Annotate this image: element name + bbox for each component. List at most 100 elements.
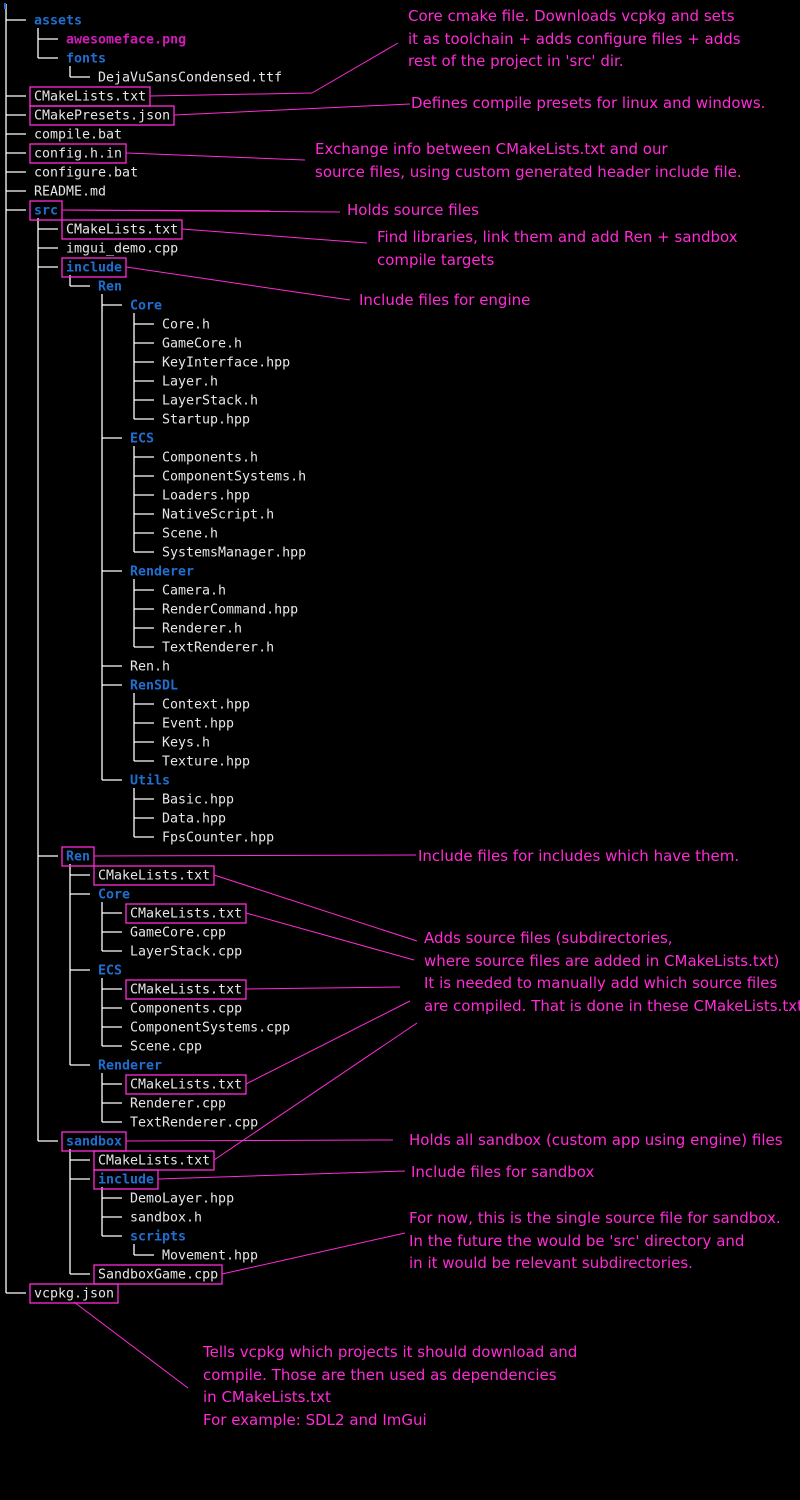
tree-file[interactable]: GameCore.cpp: [130, 926, 226, 941]
annotation-leader: [311, 42, 399, 94]
annotation-root-cmake: Core cmake file. Downloads vcpkg and set…: [408, 7, 741, 70]
annotation-leader: [213, 1022, 418, 1161]
annotation-sandbox: Holds all sandbox (custom app using engi…: [409, 1131, 783, 1149]
tree-file[interactable]: Camera.h: [162, 584, 226, 599]
annotation-leader: [173, 103, 411, 116]
tree-file[interactable]: Components.cpp: [130, 1002, 242, 1017]
annotation-leader: [157, 1170, 406, 1180]
annotation-leader: [245, 912, 415, 961]
tree-file[interactable]: Keys.h: [162, 736, 210, 751]
tree-file[interactable]: Data.hpp: [162, 812, 226, 827]
tree-file[interactable]: Basic.hpp: [162, 793, 234, 808]
annotation-leader: [245, 1000, 411, 1085]
tree-file[interactable]: Loaders.hpp: [162, 489, 250, 504]
tree-file[interactable]: CMakePresets.json: [34, 109, 170, 124]
tree-folder[interactable]: Renderer: [98, 1059, 162, 1074]
tree-file[interactable]: Renderer.cpp: [130, 1097, 226, 1112]
tree-folder[interactable]: Ren: [66, 850, 90, 865]
tree-file[interactable]: awesomeface.png: [66, 33, 186, 48]
annotation-include: Include files for engine: [359, 291, 531, 309]
tree-file[interactable]: Layer.h: [162, 375, 218, 390]
tree-folder[interactable]: include: [66, 260, 122, 276]
tree-folder[interactable]: Ren: [98, 280, 122, 295]
tree-file[interactable]: GameCore.h: [162, 337, 242, 352]
annotation-vcpkg: Tells vcpkg which projects it should dow…: [203, 1343, 578, 1429]
tree-file[interactable]: Startup.hpp: [162, 413, 250, 428]
tree-folder[interactable]: ECS: [98, 964, 122, 979]
tree-file[interactable]: DemoLayer.hpp: [130, 1192, 234, 1207]
tree-file[interactable]: imgui_demo.cpp: [66, 242, 178, 257]
tree-file[interactable]: compile.bat: [34, 128, 122, 143]
annotation-sandbox-include: Include files for sandbox: [411, 1163, 595, 1181]
tree-folder[interactable]: Core: [130, 299, 162, 314]
tree-file[interactable]: SystemsManager.hpp: [162, 546, 306, 561]
annotation-src-cmake: Find libraries, link them and add Ren + …: [377, 228, 738, 269]
tree-folder[interactable]: src: [34, 204, 58, 219]
tree-folder[interactable]: RenSDL: [130, 679, 178, 694]
highlight-box: [61, 846, 95, 867]
annotation-src: Holds source files: [347, 201, 479, 219]
tree-file[interactable]: TextRenderer.h: [162, 641, 274, 656]
highlight-box: [93, 1264, 223, 1285]
tree-folder[interactable]: Utils: [130, 773, 170, 789]
tree-file[interactable]: Texture.hpp: [162, 755, 250, 770]
annotation-leader: [125, 266, 351, 301]
tree-file[interactable]: Context.hpp: [162, 698, 250, 713]
tree-file[interactable]: CMakeLists.txt: [130, 1078, 242, 1093]
tree-file[interactable]: ComponentSystems.h: [162, 470, 306, 485]
annotation-sandbox-game: For now, this is the single source file …: [409, 1209, 781, 1272]
tree-file[interactable]: Scene.cpp: [130, 1040, 202, 1055]
tree-file[interactable]: CMakeLists.txt: [34, 90, 146, 105]
tree-folder[interactable]: fonts: [66, 52, 106, 67]
tree-file[interactable]: configure.bat: [34, 166, 138, 181]
tree-file[interactable]: config.h.in: [34, 147, 122, 162]
tree-file[interactable]: Ren.h: [130, 660, 170, 675]
annotation-leader: [93, 854, 417, 857]
annotation-leader: [181, 228, 368, 244]
tree-file[interactable]: README.md: [34, 185, 106, 200]
tree-file[interactable]: Movement.hpp: [162, 1249, 258, 1264]
tree-file[interactable]: SandboxGame.cpp: [98, 1268, 218, 1283]
annotation-config: Exchange info between CMakeLists.txt and…: [315, 140, 742, 181]
tree-folder[interactable]: include: [98, 1172, 154, 1188]
highlight-box: [125, 1074, 247, 1095]
highlight-box: [125, 979, 247, 1000]
tree-folder[interactable]: sandbox: [66, 1135, 122, 1150]
tree-file[interactable]: KeyInterface.hpp: [162, 356, 290, 371]
annotation-leader: [149, 92, 313, 97]
tree-file[interactable]: Scene.h: [162, 527, 218, 542]
annotation-leader: [245, 986, 401, 990]
highlight-box: [29, 105, 175, 126]
tree-file[interactable]: CMakeLists.txt: [130, 983, 242, 998]
tree-file[interactable]: CMakeLists.txt: [98, 869, 210, 884]
tree-folder[interactable]: ECS: [130, 432, 154, 447]
tree-file[interactable]: TextRenderer.cpp: [130, 1116, 258, 1131]
tree-folder[interactable]: Core: [98, 888, 130, 903]
tree-file[interactable]: LayerStack.cpp: [130, 945, 242, 960]
annotation-leader: [125, 152, 306, 161]
tree-file[interactable]: Renderer.h: [162, 622, 242, 637]
highlight-box: [93, 1169, 159, 1190]
tree-folder[interactable]: assets: [34, 14, 82, 29]
tree-file[interactable]: NativeScript.h: [162, 508, 274, 523]
annotation-leader: [213, 874, 418, 942]
tree-file[interactable]: sandbox.h: [130, 1211, 202, 1226]
tree-file[interactable]: LayerStack.h: [162, 394, 258, 409]
tree-folder[interactable]: scripts: [130, 1229, 186, 1245]
tree-file[interactable]: Core.h: [162, 318, 210, 333]
tree-file[interactable]: ComponentSystems.cpp: [130, 1021, 290, 1036]
tree-file[interactable]: Components.h: [162, 451, 258, 466]
tree-file[interactable]: Event.hpp: [162, 717, 234, 732]
tree-file[interactable]: vcpkg.json: [34, 1287, 114, 1302]
annotation-leader: [221, 1232, 406, 1275]
tree-folder[interactable]: Renderer: [130, 565, 194, 580]
tree-file[interactable]: CMakeLists.txt: [98, 1154, 210, 1169]
tree-file[interactable]: DejaVuSansCondensed.ttf: [98, 71, 282, 86]
tree-file[interactable]: RenderCommand.hpp: [162, 603, 298, 618]
tree-file[interactable]: CMakeLists.txt: [130, 907, 242, 922]
highlight-box: [29, 1283, 119, 1304]
tree-file[interactable]: CMakeLists.txt: [66, 223, 178, 238]
tree-file[interactable]: FpsCounter.hpp: [162, 831, 274, 846]
